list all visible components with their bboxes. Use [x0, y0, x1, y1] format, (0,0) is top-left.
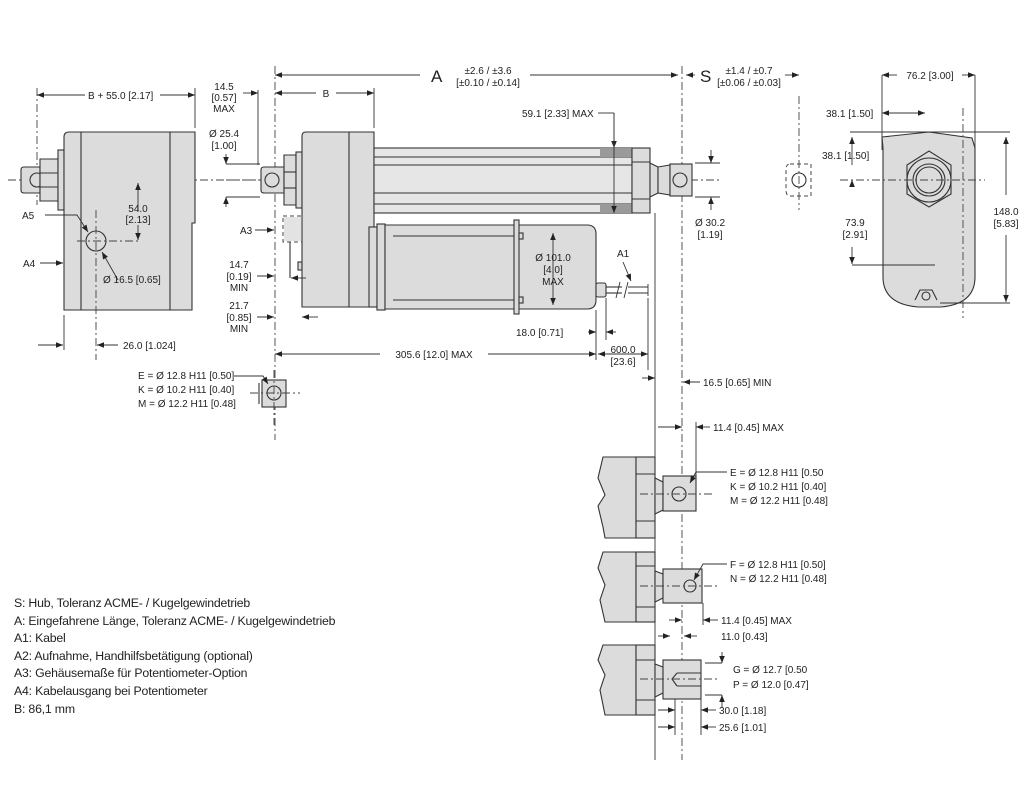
side-view-potentiometer	[8, 88, 260, 360]
label-a1: A1	[617, 249, 630, 260]
dim-14-7: 14.7	[229, 260, 249, 271]
dim-25-4: Ø 25.4	[209, 129, 239, 140]
gearbox-end-profile	[881, 131, 976, 308]
dim-14-7-in: [0.19]	[226, 272, 251, 283]
rod-end-option-1	[597, 456, 715, 539]
dim-101-max: MAX	[542, 277, 564, 288]
clevis-option-k: K = Ø 10.2 H11 [0.40]	[138, 385, 234, 396]
dim-101-in: [4.0]	[543, 265, 563, 276]
dim-18: 18.0 [0.71]	[516, 328, 563, 339]
hex-fitting	[906, 150, 952, 208]
rod-end-2-dim-11-0: 11.0 [0.43]	[721, 632, 768, 643]
label-b: B	[323, 89, 330, 100]
rod-end-3-option-p: P = Ø 12.0 [0.47]	[733, 680, 809, 691]
rear-clevis-options: E = Ø 12.8 H11 [0.50] K = Ø 10.2 H11 [0.…	[138, 371, 236, 410]
dim-38-1-vertical: 38.1 [1.50]	[822, 151, 869, 162]
rod-end-3-dim-25-6: 25.6 [1.01]	[719, 723, 766, 734]
end-cap	[631, 147, 651, 214]
dim-25-4-in: [1.00]	[211, 141, 236, 152]
rod-end-labels: 11.4 [0.45] MAX E = Ø 12.8 H11 [0.50 K =…	[713, 423, 828, 734]
legend-item: A: Eingefahrene Länge, Toleranz ACME- / …	[14, 613, 336, 628]
legend-item: A2: Aufnahme, Handhilfsbetätigung (optio…	[14, 648, 253, 663]
dim-54-in: [2.13]	[125, 215, 150, 226]
gearbox	[301, 131, 375, 308]
dim-148: 148.0	[993, 207, 1018, 218]
dim-14-5-max: MAX	[213, 104, 235, 115]
rod-end-3-option-g: G = Ø 12.7 [0.50	[733, 665, 808, 676]
rod-end-2-option-n: N = Ø 12.2 H11 [0.48]	[730, 574, 827, 585]
s-tolerance-mm: ±1.4 / ±0.7	[725, 66, 773, 77]
dim-b-plus-55: B + 55.0 [2.17]	[88, 91, 154, 102]
legend-item: B: 86,1 mm	[14, 701, 75, 716]
dim-14-7-min: MIN	[230, 283, 248, 294]
actuator-main-view	[226, 66, 812, 760]
dim-16-5: Ø 16.5 [0.65]	[103, 275, 161, 286]
dim-21-7-min: MIN	[230, 324, 248, 335]
dim-600: 600.0	[610, 345, 635, 356]
dim-73-9-in: [2.91]	[842, 230, 867, 241]
cable-gland	[595, 282, 607, 298]
rod-end-3-dim-30: 30.0 [1.18]	[719, 706, 766, 717]
a-tolerance-in: [±0.10 / ±0.14]	[456, 78, 520, 89]
legend: S: Hub, Toleranz ACME- / Kugelgewindetri…	[14, 595, 335, 718]
label-a3: A3	[240, 226, 253, 237]
label-s: S	[700, 67, 711, 86]
rod-end-1-option-e: E = Ø 12.8 H11 [0.50	[730, 468, 824, 479]
dim-600-in: [23.6]	[610, 357, 635, 368]
label-a: A	[431, 67, 443, 86]
dim-54: 54.0	[128, 204, 148, 215]
outer-tube	[373, 147, 633, 214]
legend-item: A3: Gehäusemaße für Potentiometer-Option	[14, 666, 248, 681]
dim-30-2-in: [1.19]	[697, 230, 722, 241]
rod-end-2-option-f: F = Ø 12.8 H11 [0.50]	[730, 560, 826, 571]
dim-148-in: [5.83]	[993, 219, 1018, 230]
rod-end-option-3	[597, 644, 718, 716]
clevis-option-e: E = Ø 12.8 H11 [0.50]	[138, 371, 234, 382]
dim-16-5-min: 16.5 [0.65] MIN	[703, 378, 771, 389]
label-a4: A4	[23, 259, 36, 270]
dimension-lines	[37, 72, 1010, 735]
motor-flange	[513, 219, 520, 315]
rod-end-option-2	[597, 551, 718, 623]
legend-item: A4: Kabelausgang bei Potentiometer	[14, 683, 208, 698]
extended-clevis-outline	[785, 163, 812, 197]
label-a5: A5	[22, 211, 35, 222]
hex-nut	[39, 158, 59, 202]
s-tolerance-in: [±0.06 / ±0.03]	[717, 78, 781, 89]
legend-item: A1: Kabel	[14, 631, 66, 646]
end-view	[840, 108, 985, 318]
clevis-option-m: M = Ø 12.2 H11 [0.48]	[138, 399, 236, 410]
dimension-labels: B + 55.0 [2.17] 14.5 [0.57] MAX Ø 25.4 […	[22, 66, 1019, 389]
dim-101: Ø 101.0	[535, 253, 571, 264]
dim-14-5-in: [0.57]	[211, 93, 236, 104]
flange	[57, 149, 65, 211]
rod-end-1-option-m: M = Ø 12.2 H11 [0.48]	[730, 496, 828, 507]
dim-26: 26.0 [1.024]	[123, 341, 176, 352]
dim-59-1: 59.1 [2.33] MAX	[522, 109, 594, 120]
dim-14-5: 14.5	[214, 82, 234, 93]
motor	[384, 224, 597, 310]
dim-38-1-horizontal: 38.1 [1.50]	[826, 109, 873, 120]
dim-21-7: 21.7	[229, 301, 249, 312]
dim-73-9: 73.9	[845, 218, 865, 229]
rod-end-2-dim-11-4: 11.4 [0.45] MAX	[721, 616, 792, 627]
dim-305-6: 305.6 [12.0] MAX	[395, 350, 473, 361]
dim-30-2: Ø 30.2	[695, 218, 725, 229]
rod-end-1-option-k: K = Ø 10.2 H11 [0.40]	[730, 482, 826, 493]
hex-nut	[283, 154, 297, 206]
rear-clevis	[260, 166, 285, 194]
rod-end-1-dim: 11.4 [0.45] MAX	[713, 423, 784, 434]
a-tolerance-mm: ±2.6 / ±3.6	[464, 66, 512, 77]
gearbox-housing	[63, 131, 196, 311]
legend-item: S: Hub, Toleranz ACME- / Kugelgewindetri…	[14, 596, 251, 610]
rear-clevis-detail	[250, 370, 300, 425]
rod-end-clevis	[669, 163, 693, 197]
dim-76-2: 76.2 [3.00]	[906, 71, 953, 82]
dim-21-7-in: [0.85]	[226, 313, 251, 324]
